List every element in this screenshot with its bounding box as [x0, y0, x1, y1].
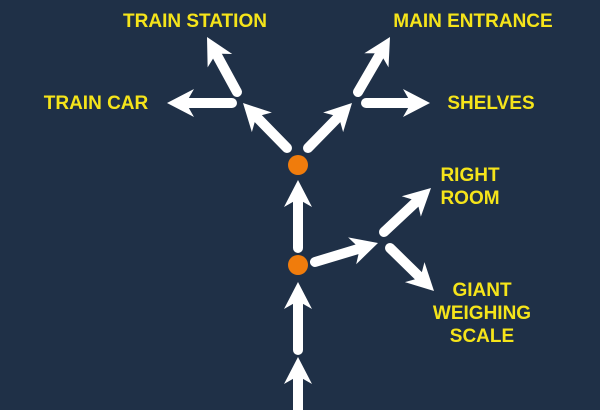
arrow-entry-bottom [284, 357, 312, 410]
arrow-head-icon [243, 103, 272, 133]
arrow-shaft [210, 47, 242, 97]
arrow-from-lower-node-up [284, 180, 312, 253]
arrow-shaft [250, 110, 292, 153]
arrow-head-icon [348, 237, 378, 265]
junction-node-upper [288, 155, 308, 175]
label-shelves: SHELVES [447, 93, 535, 114]
label-giant-weighing-scale: GIANT WEIGHING SCALE [433, 279, 531, 348]
arrow-upper-right [303, 103, 352, 153]
arrow-head-icon [284, 282, 312, 309]
arrow-to-shelves [361, 89, 430, 117]
arrow-to-train-car [167, 89, 237, 117]
label-train-station: TRAIN STATION [123, 11, 267, 32]
arrow-head-icon [404, 262, 434, 291]
arrow-shaft [379, 195, 423, 237]
label-main-entrance: MAIN ENTRANCE [393, 11, 553, 32]
arrow-head-icon [364, 37, 390, 68]
arrow-head-icon [323, 103, 352, 133]
arrow-to-right-room [379, 188, 431, 237]
arrow-head-icon [401, 188, 431, 217]
arrow-shaft [353, 47, 386, 97]
arrow-head-icon [403, 89, 430, 117]
junction-node-lower [288, 255, 308, 275]
arrow-shaft [303, 110, 345, 153]
label-line: SCALE [449, 326, 515, 347]
arrow-to-right-branch [310, 237, 378, 267]
arrow-head-icon [167, 89, 194, 117]
arrow-shaft [310, 243, 366, 267]
label-line: WEIGHING [432, 303, 532, 324]
label-line: RIGHT [440, 165, 500, 186]
arrow-head-icon [207, 37, 233, 68]
arrow-to-giant-scale [385, 243, 434, 291]
label-line: GIANT [452, 280, 512, 301]
arrow-to-upper-node [284, 282, 312, 355]
arrow-shaft [385, 243, 427, 284]
label-line: ROOM [440, 188, 500, 209]
arrow-head-icon [284, 357, 312, 384]
arrow-head-icon [284, 180, 312, 207]
arrow-to-train-station [207, 37, 242, 97]
label-right-room: RIGHT ROOM [440, 164, 499, 210]
arrow-upper-left [243, 103, 292, 153]
arrow-to-main-entrance [353, 37, 390, 97]
label-train-car: TRAIN CAR [43, 93, 149, 114]
